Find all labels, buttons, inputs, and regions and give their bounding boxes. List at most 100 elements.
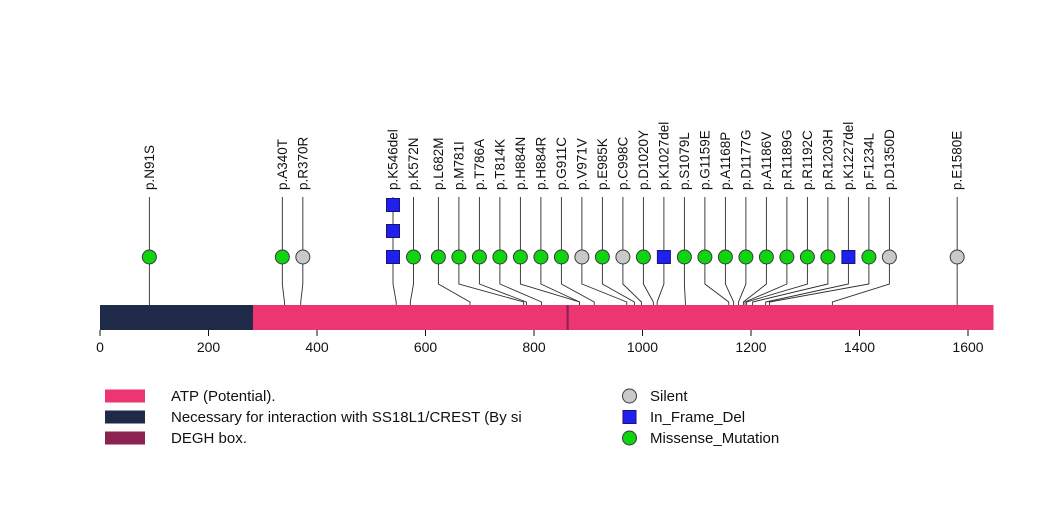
mutation-connector-line	[560, 197, 595, 305]
mutation-connector-line	[540, 197, 581, 305]
mutation-connector-line	[601, 197, 635, 305]
mutation-label: p.K546del	[386, 129, 401, 190]
mutation-connector-line	[768, 197, 870, 305]
mutation-label: p.E1580E	[950, 131, 965, 190]
mutation-label: p.V971V	[574, 138, 589, 190]
mutation-connector-line	[744, 197, 788, 305]
mutation-label: p.N91S	[142, 145, 157, 190]
mutation-label: p.A1168P	[718, 132, 733, 190]
mutation-label: p.D1177G	[738, 129, 753, 190]
mutation-marker	[615, 249, 631, 265]
legend-domain-label: Necessary for interaction with SS18L1/CR…	[171, 409, 522, 426]
mutation-connector-line	[409, 197, 414, 305]
legend-domain-swatch	[105, 389, 145, 403]
mutation-label: p.K1027del	[656, 122, 671, 190]
mutation-marker	[635, 249, 651, 265]
mutation-marker	[820, 249, 836, 265]
mutation-connector-line	[738, 197, 747, 305]
mutation-label: p.D1020Y	[636, 130, 651, 190]
mutation-label: p.T786A	[472, 139, 487, 190]
mutation-marker	[676, 249, 692, 265]
mutation-label: p.T814K	[492, 139, 507, 190]
mutation-marker	[738, 249, 754, 265]
domain-segment	[252, 305, 994, 330]
mutation-marker	[697, 249, 713, 265]
mutation-label: p.L682M	[431, 137, 446, 190]
mutation-label: p.F1234L	[861, 132, 876, 190]
axis-tick-label: 600	[414, 339, 438, 355]
axis-tick-label: 200	[197, 339, 221, 355]
mutation-label: p.K572N	[406, 137, 421, 190]
mutation-marker	[861, 249, 877, 265]
axis-tick-label: 1600	[952, 339, 983, 355]
mutation-connector-line	[478, 197, 527, 305]
mutation-connector-line	[724, 197, 735, 305]
axis-tick-label: 1200	[735, 339, 766, 355]
mutation-marker	[717, 249, 733, 265]
mutation-marker	[274, 249, 290, 265]
mutation-label: p.H884R	[533, 136, 548, 190]
legend-mutation-marker	[622, 388, 637, 404]
mutation-label: p.M781I	[451, 141, 466, 190]
mutation-label: p.A340T	[275, 139, 290, 190]
legend-mutation-label: In_Frame_Del	[650, 409, 745, 426]
mutation-label: p.E985K	[595, 138, 610, 190]
mutation-connector-line	[437, 197, 471, 305]
axis-tick-label: 1400	[844, 339, 875, 355]
mutation-connector-line	[300, 197, 304, 305]
mutation-connector-line	[831, 197, 890, 305]
mutation-label: p.R1192C	[800, 130, 815, 190]
legend-mutation-label: Missense_Mutation	[650, 430, 779, 447]
mutation-marker	[881, 249, 897, 265]
mutation-marker	[451, 249, 467, 265]
mutation-connector-line	[752, 197, 829, 305]
mutation-label: p.G1159E	[697, 130, 712, 190]
mutation-connector-line	[683, 197, 686, 305]
mutation-marker	[492, 249, 508, 265]
mutation-marker	[553, 249, 569, 265]
mutation-connector-line	[742, 197, 767, 305]
legend-domain-swatch	[105, 410, 145, 424]
mutation-label: p.G911C	[554, 137, 569, 190]
mutation-marker	[574, 249, 590, 265]
mutation-marker	[594, 249, 610, 265]
mutation-marker	[758, 249, 774, 265]
mutation-connector-line	[746, 197, 808, 305]
mutation-label: p.A1186V	[759, 132, 774, 190]
mutation-connector-line	[642, 197, 654, 305]
mutation-marker	[471, 249, 487, 265]
mutation-connector-line	[656, 197, 665, 305]
mutation-marker	[949, 249, 965, 265]
protein-bar	[100, 305, 994, 330]
mutation-label: p.K1227del	[841, 122, 856, 190]
mutation-marker	[386, 224, 401, 238]
legend-domain-label: ATP (Potential).	[171, 388, 276, 405]
mutation-connector-line	[765, 197, 849, 305]
legend-domain-swatch	[105, 431, 145, 445]
axis-tick-label: 1000	[627, 339, 658, 355]
mutation-connector-line	[622, 197, 642, 305]
mutation-label: p.S1079L	[677, 132, 692, 190]
legend-mutation-marker	[622, 430, 637, 446]
mutation-label: p.H884N	[513, 137, 528, 190]
mutation-label: p.R1203H	[820, 129, 835, 190]
mutation-connector-line	[499, 197, 543, 305]
mutation-connector-line	[581, 197, 628, 305]
mutation-marker	[386, 198, 401, 212]
mutation-label: p.R370R	[295, 136, 310, 190]
mutation-connector-line	[458, 197, 525, 305]
mutation-connector-line	[281, 197, 285, 305]
mutation-label: p.C998C	[615, 136, 630, 190]
mutation-marker	[656, 250, 671, 264]
mutation-connector-line	[392, 197, 397, 305]
mutation-marker	[430, 249, 446, 265]
domain-segment	[100, 305, 253, 330]
mutation-label: p.D1350D	[882, 129, 897, 190]
mutation-marker	[406, 249, 422, 265]
axis-tick-label: 800	[522, 339, 546, 355]
mutation-marker	[386, 250, 401, 264]
mutation-marker	[533, 249, 549, 265]
axis-tick-label: 400	[305, 339, 329, 355]
mutation-marker	[141, 249, 157, 265]
